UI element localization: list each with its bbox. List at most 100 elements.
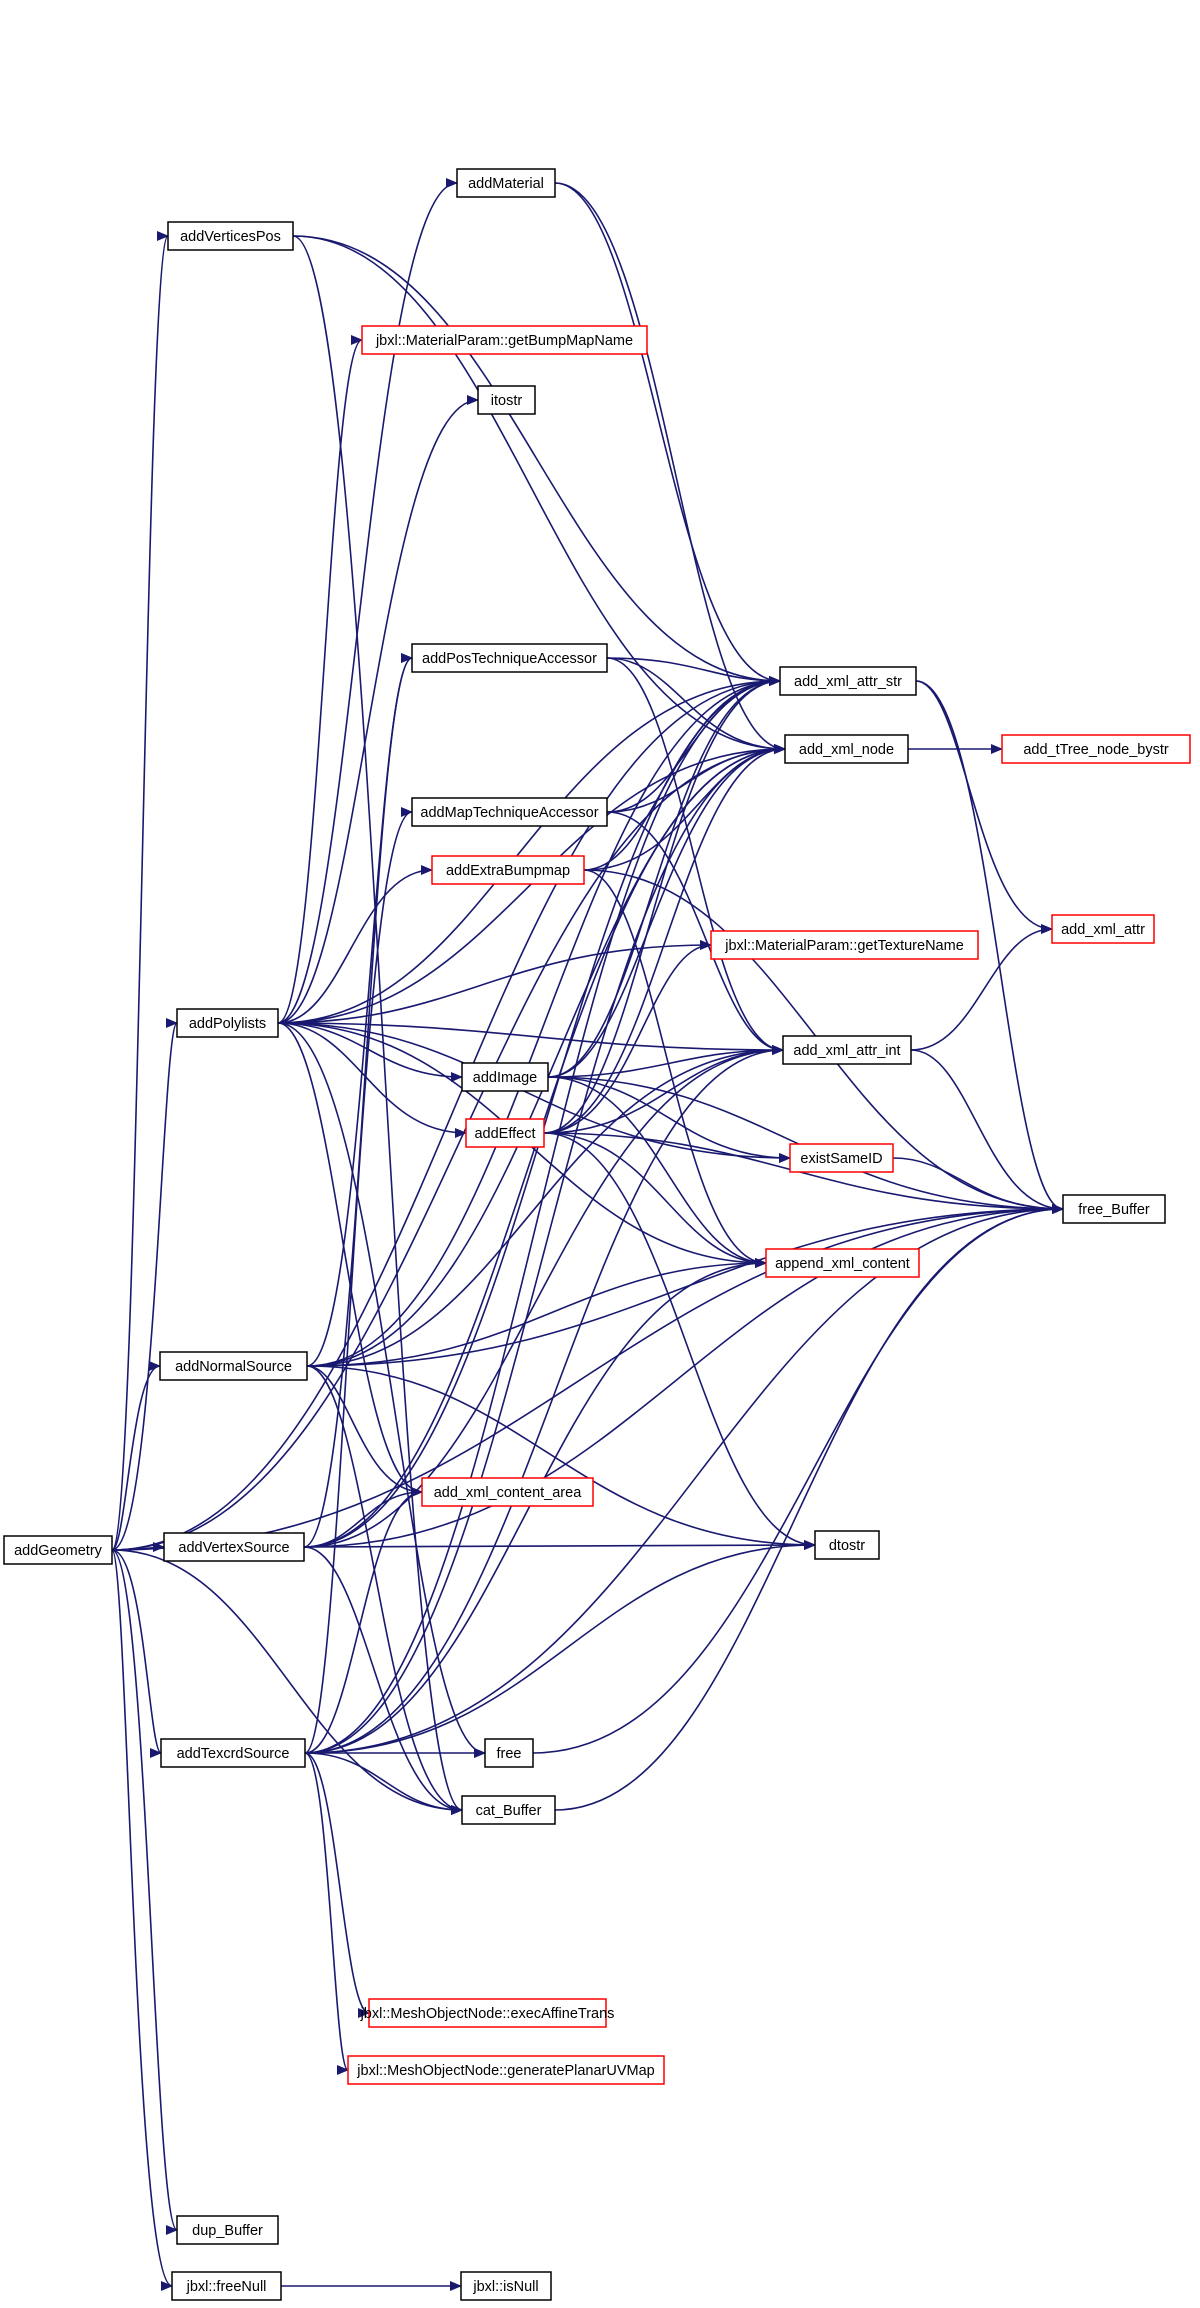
node-label: add_tTree_node_bystr bbox=[1023, 742, 1169, 758]
node-label: addGeometry bbox=[14, 1543, 103, 1559]
edge-add_xml_attr_str-to-add_xml_attr bbox=[915, 680, 1053, 934]
node-box[interactable] bbox=[176, 1008, 279, 1038]
edge-line bbox=[111, 1549, 463, 1815]
edge-addTexcrdSource-to-dtostr bbox=[304, 1540, 816, 1754]
node-box[interactable] bbox=[456, 168, 556, 198]
edge-addNormalSource-to-add_xml_attr_str bbox=[306, 676, 781, 1367]
edge-line bbox=[915, 680, 1053, 934]
node-free_Buffer[interactable]: free_Buffer bbox=[1062, 1194, 1166, 1224]
node-add_xml_attr_int[interactable]: add_xml_attr_int bbox=[782, 1035, 912, 1065]
node-add_xml_attr_str[interactable]: add_xml_attr_str bbox=[779, 666, 917, 696]
node-box[interactable] bbox=[477, 385, 536, 415]
edge-addTexcrdSource-to-add_xml_attr_int bbox=[304, 1045, 784, 1754]
edge-addGeometry-to-cat_Buffer bbox=[111, 1549, 463, 1815]
edge-line bbox=[111, 1204, 1064, 1551]
node-add_xml_attr[interactable]: add_xml_attr bbox=[1051, 914, 1155, 944]
node-box[interactable] bbox=[789, 1143, 894, 1173]
node-label: jbxl::MaterialParam::getBumpMapName bbox=[375, 333, 633, 349]
edge-line bbox=[306, 1365, 816, 1550]
edge-line bbox=[303, 1204, 1064, 1548]
node-box[interactable] bbox=[1062, 1194, 1166, 1224]
node-box[interactable] bbox=[784, 734, 909, 764]
node-box[interactable] bbox=[484, 1738, 534, 1768]
edge-line bbox=[292, 235, 463, 1815]
edge-line bbox=[306, 1258, 767, 1367]
node-box[interactable] bbox=[814, 1530, 880, 1560]
node-addGeometry[interactable]: addGeometry bbox=[3, 1535, 113, 1565]
node-box[interactable] bbox=[421, 1477, 594, 1507]
node-addEffect[interactable]: addEffect bbox=[465, 1118, 545, 1148]
node-box[interactable] bbox=[368, 1998, 607, 2028]
node-box[interactable] bbox=[176, 2215, 279, 2245]
node-box[interactable] bbox=[171, 2271, 282, 2301]
node-box[interactable] bbox=[1051, 914, 1155, 944]
edge-line bbox=[306, 1365, 463, 1815]
node-addNormalSource[interactable]: addNormalSource bbox=[159, 1351, 308, 1381]
node-dup_Buffer[interactable]: dup_Buffer bbox=[176, 2215, 279, 2245]
node-box[interactable] bbox=[782, 1035, 912, 1065]
edge-addPolylists-to-free bbox=[277, 1022, 486, 1758]
node-box[interactable] bbox=[411, 797, 608, 827]
edge-addPolylists-to-addEffect bbox=[277, 1022, 467, 1138]
edge-addExtraBumpmap-to-add_xml_attr_str bbox=[583, 676, 781, 871]
node-box[interactable] bbox=[1001, 734, 1191, 764]
node-isNull[interactable]: jbxl::isNull bbox=[460, 2271, 552, 2301]
node-dtostr[interactable]: dtostr bbox=[814, 1530, 880, 1560]
node-existSameID[interactable]: existSameID bbox=[789, 1143, 894, 1173]
node-itostr[interactable]: itostr bbox=[477, 385, 536, 415]
edge-line bbox=[547, 1076, 791, 1163]
node-box[interactable] bbox=[460, 2271, 552, 2301]
node-add_tTree_node_bystr[interactable]: add_tTree_node_bystr bbox=[1001, 734, 1191, 764]
node-box[interactable] bbox=[160, 1738, 306, 1768]
node-box[interactable] bbox=[347, 2055, 665, 2085]
edge-line bbox=[910, 924, 1053, 1051]
edge-line bbox=[111, 1549, 162, 1758]
node-addPolylists[interactable]: addPolylists bbox=[176, 1008, 279, 1038]
node-label: jbxl::MeshObjectNode::execAffineTrans bbox=[360, 2006, 615, 2022]
edge-addMaterial-to-add_xml_attr_str bbox=[554, 182, 781, 686]
edge-addVertexSource-to-add_xml_node bbox=[303, 744, 786, 1548]
node-box[interactable] bbox=[167, 221, 294, 251]
node-addVertexSource[interactable]: addVertexSource bbox=[163, 1532, 305, 1562]
node-getTextureName[interactable]: jbxl::MaterialParam::getTextureName bbox=[710, 930, 979, 960]
node-box[interactable] bbox=[465, 1118, 545, 1148]
edge-line bbox=[277, 335, 363, 1024]
node-box[interactable] bbox=[461, 1062, 549, 1092]
node-getBumpMapName[interactable]: jbxl::MaterialParam::getBumpMapName bbox=[361, 325, 648, 355]
node-label: itostr bbox=[491, 393, 523, 409]
node-box[interactable] bbox=[159, 1351, 308, 1381]
node-label: addVerticesPos bbox=[180, 229, 281, 245]
edge-addVertexSource-to-addPosTechniqueAccessor bbox=[303, 653, 413, 1548]
edge-line bbox=[303, 1546, 463, 1815]
node-add_xml_node[interactable]: add_xml_node bbox=[784, 734, 909, 764]
node-box[interactable] bbox=[361, 325, 648, 355]
node-cat_Buffer[interactable]: cat_Buffer bbox=[461, 1795, 556, 1825]
node-freeNull[interactable]: jbxl::freeNull bbox=[171, 2271, 282, 2301]
node-box[interactable] bbox=[779, 666, 917, 696]
edge-line bbox=[304, 1045, 784, 1754]
node-addVerticesPos[interactable]: addVerticesPos bbox=[167, 221, 294, 251]
node-box[interactable] bbox=[461, 1795, 556, 1825]
node-box[interactable] bbox=[765, 1248, 920, 1278]
node-execAffineTrans[interactable]: jbxl::MeshObjectNode::execAffineTrans bbox=[360, 1998, 615, 2028]
edge-line bbox=[304, 1204, 1064, 1754]
node-addPosTechniqueAccessor[interactable]: addPosTechniqueAccessor bbox=[411, 643, 608, 673]
edge-addNormalSource-to-add_xml_attr_int bbox=[306, 1045, 784, 1367]
node-generatePlanarUVMap[interactable]: jbxl::MeshObjectNode::generatePlanarUVMa… bbox=[347, 2055, 665, 2085]
node-box[interactable] bbox=[3, 1535, 113, 1565]
node-add_xml_content_area[interactable]: add_xml_content_area bbox=[421, 1477, 594, 1507]
node-append_xml_content[interactable]: append_xml_content bbox=[765, 1248, 920, 1278]
node-addMaterial[interactable]: addMaterial bbox=[456, 168, 556, 198]
node-box[interactable] bbox=[411, 643, 608, 673]
node-addExtraBumpmap[interactable]: addExtraBumpmap bbox=[431, 855, 585, 885]
node-addImage[interactable]: addImage bbox=[461, 1062, 549, 1092]
node-box[interactable] bbox=[710, 930, 979, 960]
node-label: addMaterial bbox=[468, 176, 544, 192]
node-addMapTechniqueAccessor[interactable]: addMapTechniqueAccessor bbox=[411, 797, 608, 827]
edge-line bbox=[111, 1018, 178, 1551]
node-addTexcrdSource[interactable]: addTexcrdSource bbox=[160, 1738, 306, 1768]
node-box[interactable] bbox=[431, 855, 585, 885]
node-box[interactable] bbox=[163, 1532, 305, 1562]
node-free[interactable]: free bbox=[484, 1738, 534, 1768]
edge-addEffect-to-append_xml_content bbox=[543, 1132, 767, 1268]
